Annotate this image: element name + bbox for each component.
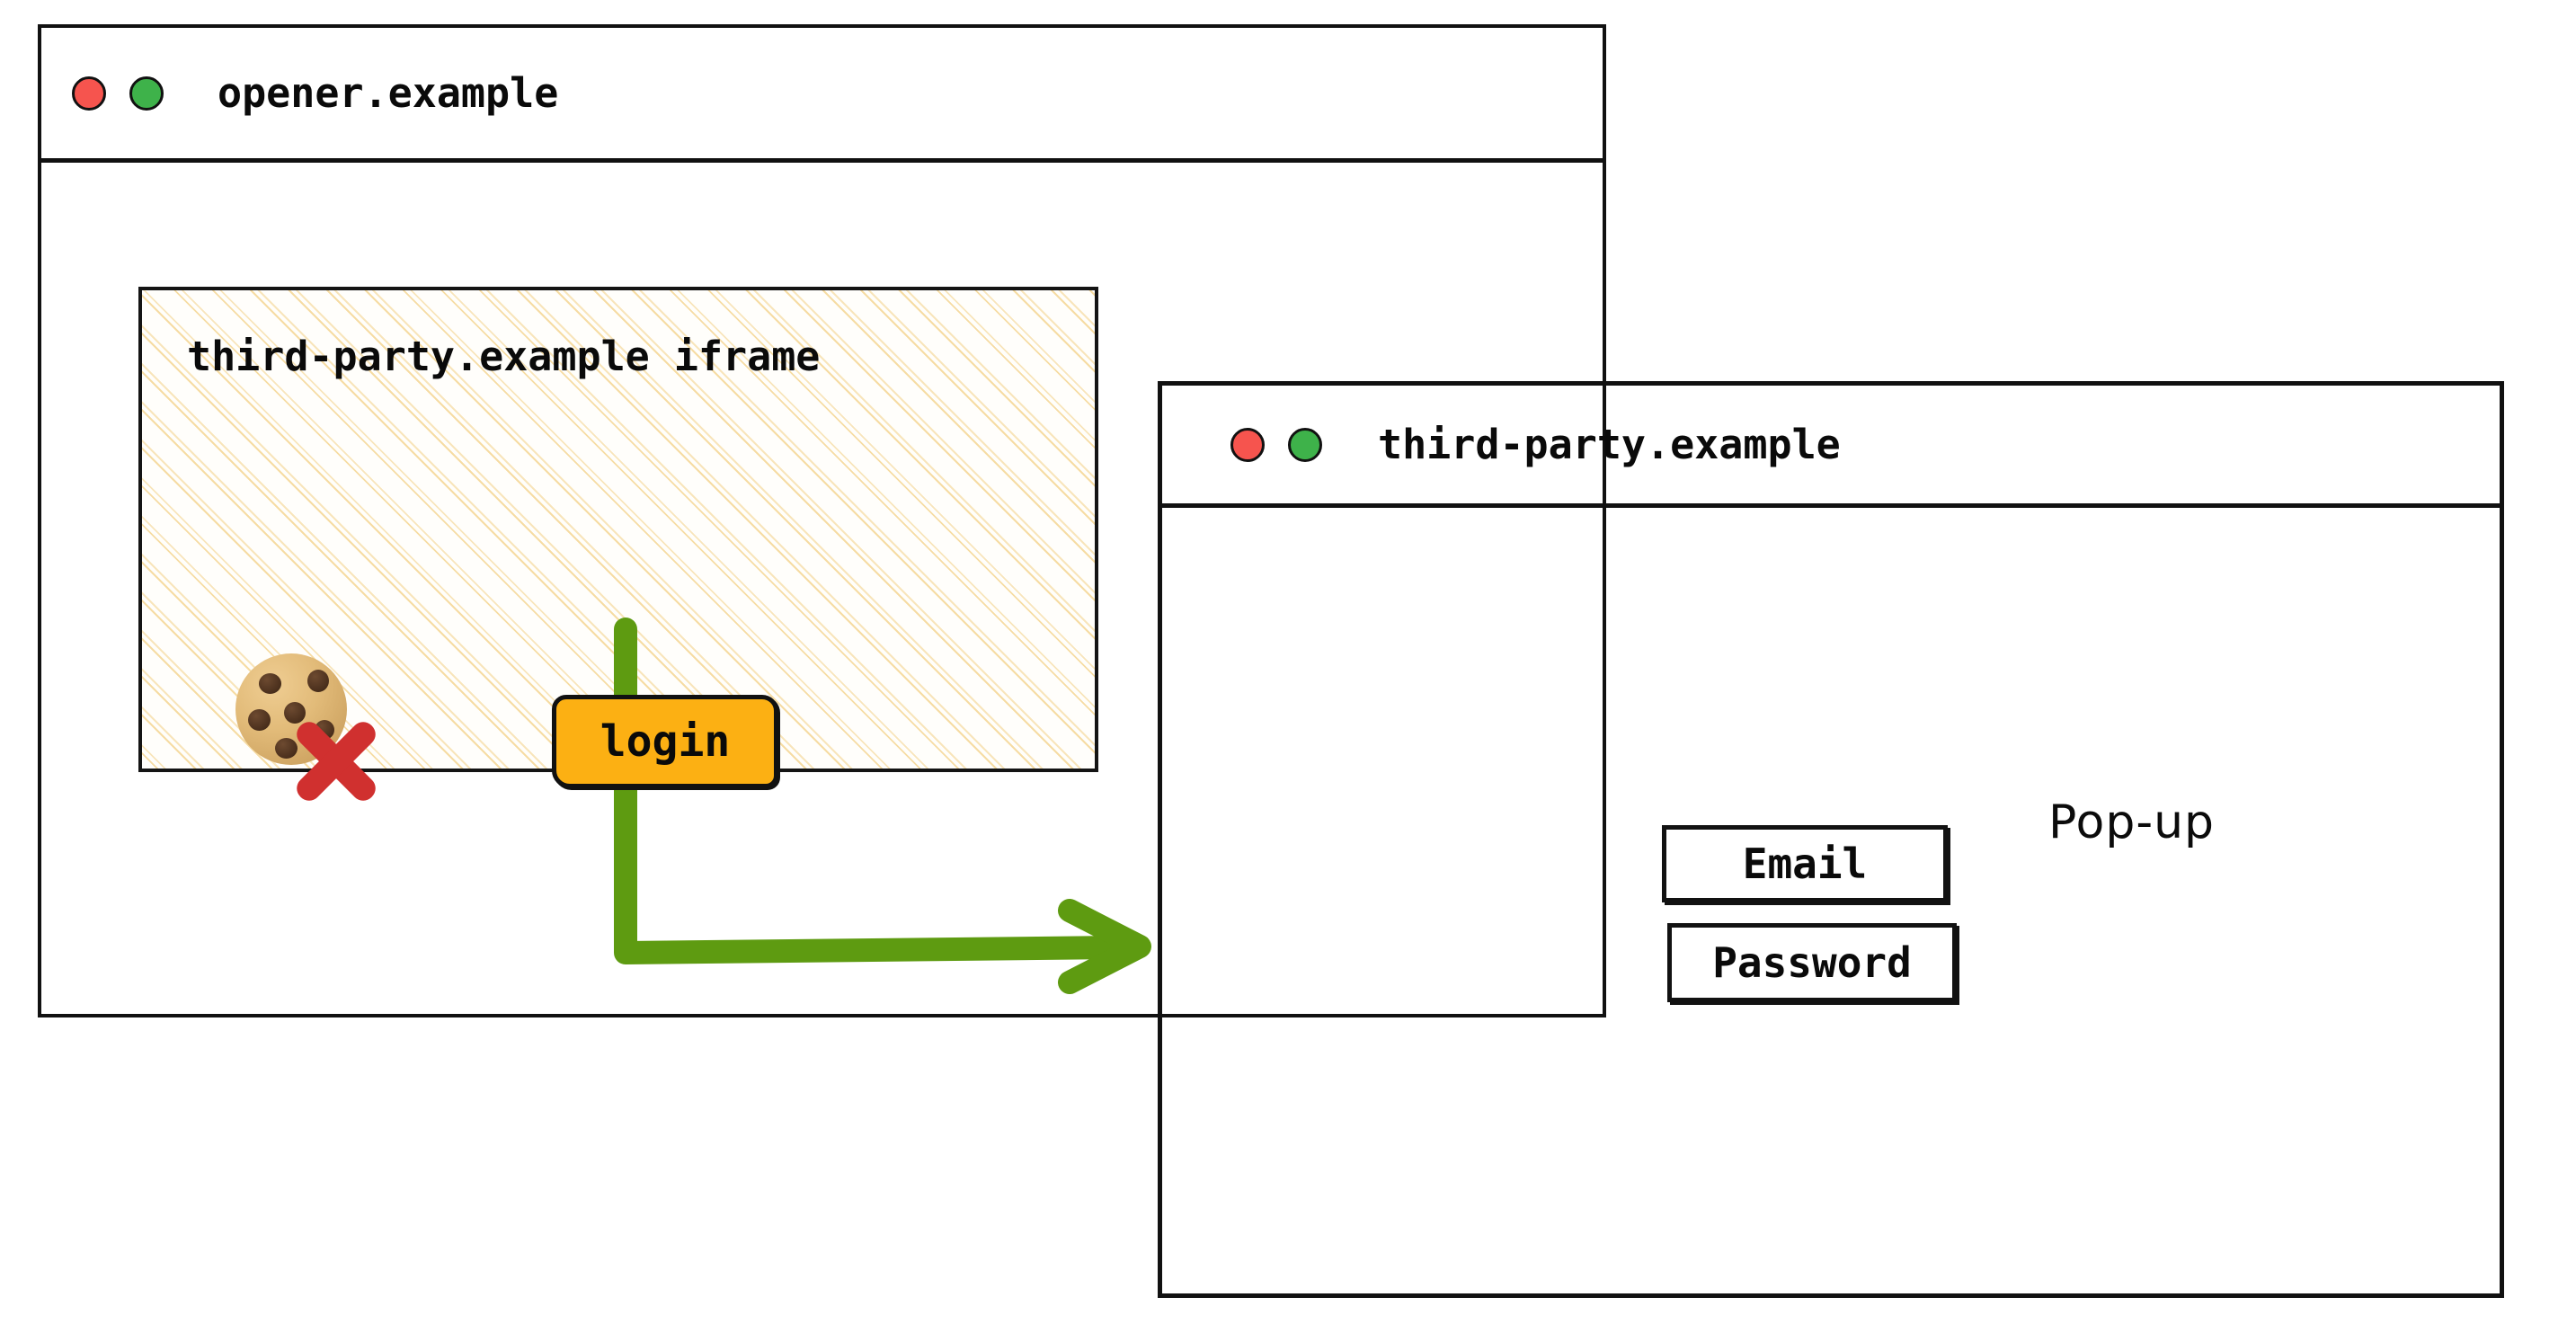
close-dot-icon[interactable] <box>1230 427 1265 462</box>
minimize-dot-icon[interactable] <box>129 76 164 111</box>
iframe-login-button[interactable]: login <box>552 695 778 788</box>
popup-window-title: third-party.example <box>1378 421 1841 468</box>
popup-annotation-label: Pop-up <box>2048 795 2216 849</box>
minimize-dot-icon[interactable] <box>1288 427 1322 462</box>
blocked-cookie-indicator <box>230 650 419 821</box>
opener-window-title: opener.example <box>218 69 559 117</box>
password-field[interactable]: Password <box>1667 923 1957 1002</box>
popup-titlebar: third-party.example <box>1162 386 2500 508</box>
email-field-label: Email <box>1742 840 1868 888</box>
popup-browser-window: third-party.example Email Password Pop-u… <box>1158 381 2504 1298</box>
opener-titlebar: opener.example <box>41 28 1603 163</box>
close-dot-icon[interactable] <box>72 76 106 111</box>
red-x-icon <box>280 706 392 817</box>
popup-traffic-lights <box>1230 427 1322 462</box>
popup-window-body: Email Password Pop-up <box>1162 508 2500 1289</box>
email-field[interactable]: Email <box>1662 825 1948 902</box>
opener-traffic-lights <box>72 76 164 111</box>
password-field-label: Password <box>1712 938 1912 987</box>
iframe-label: third-party.example iframe <box>187 333 821 380</box>
